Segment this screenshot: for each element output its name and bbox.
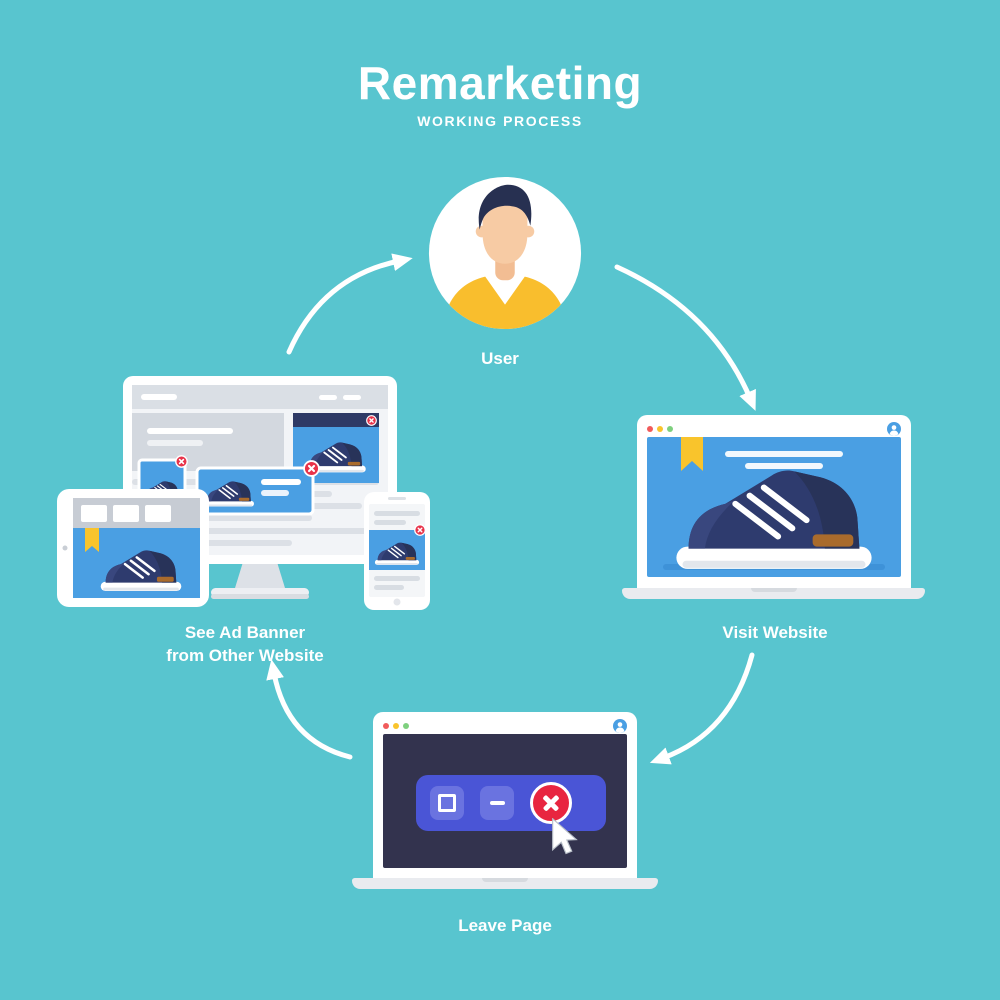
smartphone bbox=[364, 492, 430, 610]
browser-dot-green-icon bbox=[666, 425, 673, 432]
arrow-visit-to-leave bbox=[649, 652, 755, 765]
minimize-icon bbox=[480, 786, 514, 820]
ad-close-icon bbox=[366, 415, 377, 426]
close-icon bbox=[530, 782, 572, 824]
page-subtitle: WORKING PROCESS bbox=[417, 113, 583, 129]
window-controls bbox=[416, 775, 606, 831]
leave-page-laptop bbox=[352, 712, 658, 889]
arrow-leave-to-ads bbox=[266, 659, 353, 760]
visit-website-laptop bbox=[622, 415, 925, 599]
sneaker-product-image bbox=[672, 451, 876, 573]
arrow-user-to-visit bbox=[614, 264, 756, 411]
phone-ad-banner bbox=[369, 524, 426, 570]
text-placeholder bbox=[724, 451, 843, 457]
laptop-base bbox=[352, 878, 658, 889]
page-title: Remarketing bbox=[357, 57, 643, 109]
arrow-ads-to-user bbox=[286, 253, 413, 355]
cursor-icon bbox=[551, 818, 578, 855]
profile-icon bbox=[887, 422, 901, 436]
tablet-ad-banner bbox=[73, 528, 200, 598]
text-placeholder bbox=[744, 463, 823, 469]
label-see-ad-banner: See Ad Banner from Other Website bbox=[70, 621, 420, 667]
ad-close-icon bbox=[303, 460, 320, 477]
label-see-ad-line2: from Other Website bbox=[166, 646, 324, 665]
maximize-icon bbox=[430, 786, 464, 820]
browser-dot-green-icon bbox=[403, 722, 409, 729]
laptop-base bbox=[622, 588, 925, 599]
browser-toolbar bbox=[383, 717, 627, 734]
face bbox=[482, 197, 528, 264]
browser-toolbar bbox=[646, 420, 901, 437]
label-see-ad-line1: See Ad Banner bbox=[184, 623, 306, 642]
browser-dot-yellow-icon bbox=[393, 722, 399, 729]
desktop-monitor bbox=[123, 376, 397, 599]
label-visit-website: Visit Website bbox=[722, 623, 828, 642]
browser-dot-yellow-icon bbox=[656, 425, 663, 432]
collar bbox=[481, 271, 529, 305]
label-leave-page: Leave Page bbox=[458, 916, 552, 935]
ad-close-icon bbox=[175, 455, 188, 468]
sidebar-ad-banner bbox=[293, 413, 379, 483]
bookmark-ribbon-icon bbox=[85, 528, 99, 552]
center-ad-banner bbox=[195, 460, 320, 516]
ad-close-icon bbox=[414, 524, 426, 536]
user-avatar bbox=[428, 176, 582, 330]
hair bbox=[478, 184, 532, 230]
tablet bbox=[57, 489, 209, 607]
browser-dot-red-icon bbox=[383, 722, 389, 729]
label-user: User bbox=[481, 349, 519, 368]
browser-dot-red-icon bbox=[646, 425, 653, 432]
profile-icon bbox=[613, 719, 627, 733]
